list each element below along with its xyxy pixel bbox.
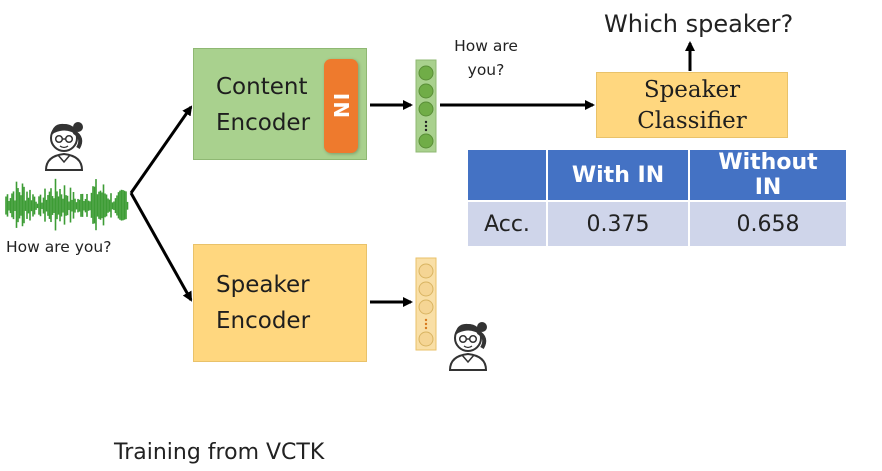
content-encoder-label: Content Encoder: [216, 74, 311, 136]
table-header-cell: Without IN: [690, 150, 846, 202]
speaker-classifier-box: Speaker Classifier: [596, 72, 788, 138]
table-header-row: With IN Without IN: [468, 150, 846, 202]
table-cell: 0.375: [548, 202, 688, 246]
instance-norm-label: IN: [329, 92, 353, 120]
speaker-avatar-icon: [44, 122, 84, 171]
speaker-encoder-label: Speaker Encoder: [216, 272, 311, 334]
flow-arrows: [370, 41, 695, 307]
speaker-vector: [415, 257, 437, 351]
content-vector: [415, 59, 437, 153]
classifier-question: Which speaker?: [604, 10, 794, 38]
content-encoder-box: Content Encoder IN: [193, 48, 367, 160]
content-output-text: How are you?: [454, 37, 518, 79]
speaker-encoder-box: Speaker Encoder: [193, 244, 367, 362]
input-fork-arrows: [129, 105, 193, 302]
speaker-avatar-icon: [448, 322, 488, 371]
table-header-cell: With IN: [548, 150, 688, 202]
input-utterance-text: How are you?: [6, 238, 112, 256]
speaker-classifier-label: Speaker Classifier: [637, 77, 747, 134]
waveform-icon: [5, 178, 129, 231]
footer-caption: Training from VCTK: [114, 440, 325, 465]
table-row-label: Acc.: [468, 202, 546, 246]
table-cell: 0.658: [690, 202, 846, 246]
accuracy-table: With IN Without IN Acc. 0.375 0.658: [466, 150, 848, 246]
table-row: Acc. 0.375 0.658: [468, 202, 846, 246]
instance-norm-badge: IN: [324, 59, 358, 153]
table-header-cell: [468, 150, 546, 202]
